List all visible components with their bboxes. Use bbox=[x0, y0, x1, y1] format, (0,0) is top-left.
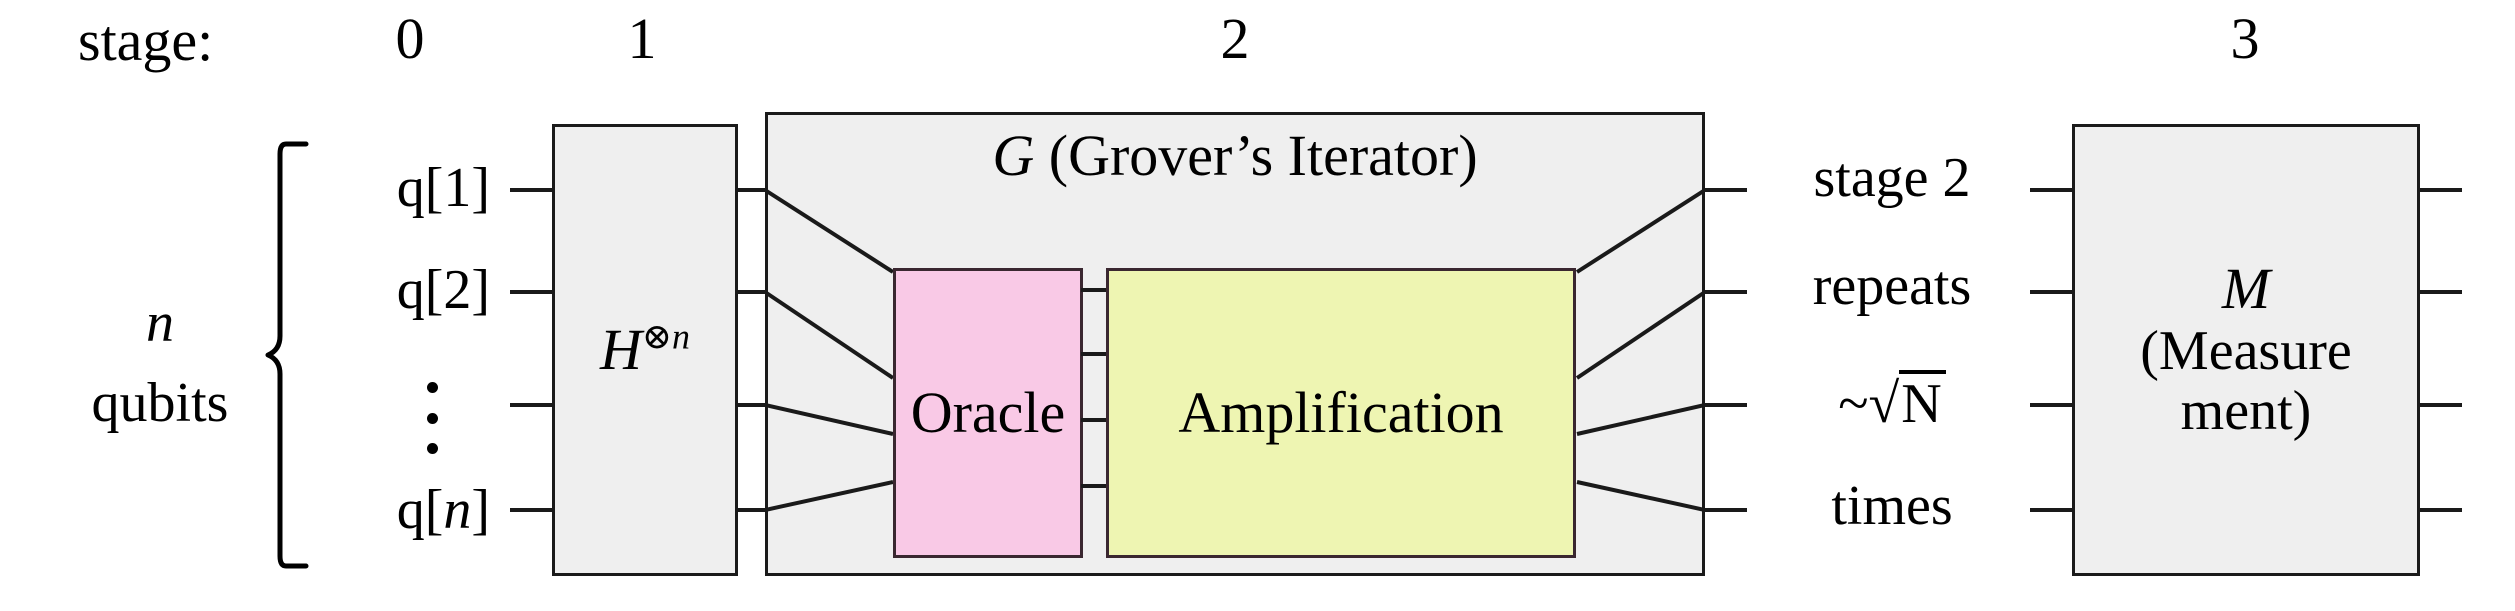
radicand-value: N bbox=[1899, 370, 1946, 432]
radical-symbol: √ bbox=[1868, 373, 1900, 435]
repeat-note-line-2: repeats bbox=[1812, 255, 1972, 317]
measurement-gate[interactable]: M (Measure ment) bbox=[2072, 124, 2420, 576]
grover-title-text: (Grover’s Iterator) bbox=[1034, 123, 1478, 188]
repeat-note-sqrt-n: ~√N bbox=[1757, 370, 2027, 432]
wire-h-to-g-3 bbox=[736, 403, 774, 407]
amplification-gate[interactable]: Amplification bbox=[1106, 268, 1576, 558]
grover-iterator-title: G (Grover’s Iterator) bbox=[768, 127, 1702, 185]
wire-m-in-2 bbox=[2030, 290, 2074, 294]
measurement-symbol: M bbox=[2221, 256, 2271, 322]
measurement-word-line-1: (Measure bbox=[2140, 319, 2352, 382]
square-root-icon: √N bbox=[1869, 370, 1946, 432]
hadamard-exponent: n bbox=[672, 316, 690, 357]
qubit-group-brace bbox=[250, 140, 310, 570]
qubit-label-n-text: q[n] bbox=[396, 479, 490, 541]
measurement-word-line-2: ment) bbox=[2180, 380, 2312, 443]
wire-out-4 bbox=[2418, 508, 2462, 512]
stage-number-3: 3 bbox=[2230, 6, 2260, 71]
grover-symbol: G bbox=[992, 123, 1035, 188]
wire-m-in-4 bbox=[2030, 508, 2074, 512]
stage-row-label: stage: bbox=[78, 8, 214, 73]
repeat-note-line-4: times bbox=[1831, 475, 1953, 537]
amplification-gate-label: Amplification bbox=[1178, 380, 1504, 445]
vertical-ellipsis-icon bbox=[425, 382, 439, 454]
wire-g-out-4 bbox=[1703, 508, 1747, 512]
tilde-symbol: ~ bbox=[1838, 373, 1869, 435]
wire-in-2 bbox=[510, 290, 554, 294]
qubit-count-symbol: n bbox=[146, 292, 174, 354]
wire-oracle-to-amp-2 bbox=[1081, 352, 1107, 356]
stage-number-0: 0 bbox=[395, 6, 425, 71]
repeat-note-line-1: stage 2 bbox=[1813, 147, 1971, 209]
wire-h-to-g-1 bbox=[736, 188, 774, 192]
qubit-label-2: q[2] bbox=[396, 259, 490, 321]
wire-g-out-3 bbox=[1703, 403, 1747, 407]
qubit-label-n: q[n] bbox=[300, 482, 490, 538]
hadamard-gate[interactable]: H⊗n bbox=[552, 124, 738, 576]
qubit-label-1: q[1] bbox=[396, 157, 490, 219]
wire-h-to-g-4 bbox=[736, 508, 774, 512]
wire-out-2 bbox=[2418, 290, 2462, 294]
hadamard-gate-label: H⊗n bbox=[600, 319, 690, 379]
tensor-product-icon: ⊗ bbox=[641, 316, 673, 357]
qubits-word-label: qubits bbox=[91, 372, 229, 434]
oracle-gate-label: Oracle bbox=[910, 380, 1066, 445]
measurement-gate-label: M (Measure ment) bbox=[2140, 258, 2351, 442]
stage-number-2: 2 bbox=[1220, 6, 1250, 71]
wire-g-out-2 bbox=[1703, 290, 1747, 294]
grover-internal-wires bbox=[765, 188, 1705, 512]
wire-out-3 bbox=[2418, 403, 2462, 407]
wire-in-3 bbox=[510, 403, 554, 407]
wire-m-in-3 bbox=[2030, 403, 2074, 407]
wire-g-out-1 bbox=[1703, 188, 1747, 192]
wire-in-1 bbox=[510, 188, 554, 192]
oracle-gate[interactable]: Oracle bbox=[893, 268, 1083, 558]
wire-out-1 bbox=[2418, 188, 2462, 192]
stage-number-1: 1 bbox=[627, 6, 657, 71]
qubit-count-label: n bbox=[60, 295, 260, 351]
wire-in-4 bbox=[510, 508, 554, 512]
wire-h-to-g-2 bbox=[736, 290, 774, 294]
wire-oracle-to-amp-4 bbox=[1081, 484, 1107, 488]
hadamard-base: H bbox=[600, 317, 642, 382]
wire-oracle-to-amp-1 bbox=[1081, 288, 1107, 292]
wire-oracle-to-amp-3 bbox=[1081, 418, 1107, 422]
wire-m-in-1 bbox=[2030, 188, 2074, 192]
